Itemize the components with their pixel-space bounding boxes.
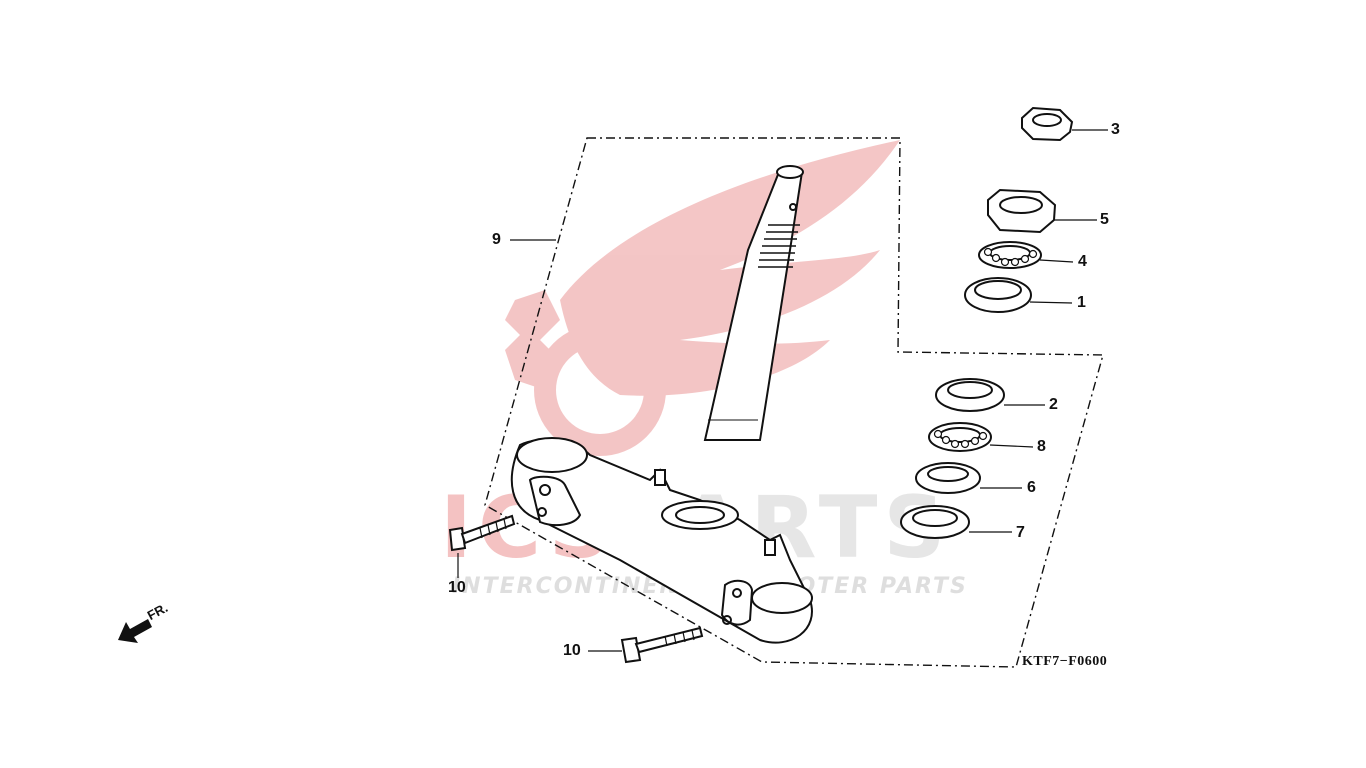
callout-5: 5	[1100, 211, 1109, 228]
callout-9: 9	[492, 231, 501, 248]
callout-2: 2	[1049, 396, 1058, 413]
callout-8: 8	[1037, 438, 1046, 455]
front-arrow-icon	[118, 619, 152, 643]
callout-1: 1	[1077, 294, 1086, 311]
callout-6: 6	[1027, 479, 1036, 496]
callout-7: 7	[1016, 524, 1025, 541]
callout-10-left: 10	[448, 579, 466, 596]
diagram-code: KTF7−F0600	[1022, 654, 1108, 669]
callout-10-bottom: 10	[563, 642, 581, 659]
callout-4: 4	[1078, 253, 1087, 270]
callout-3: 3	[1111, 121, 1120, 138]
